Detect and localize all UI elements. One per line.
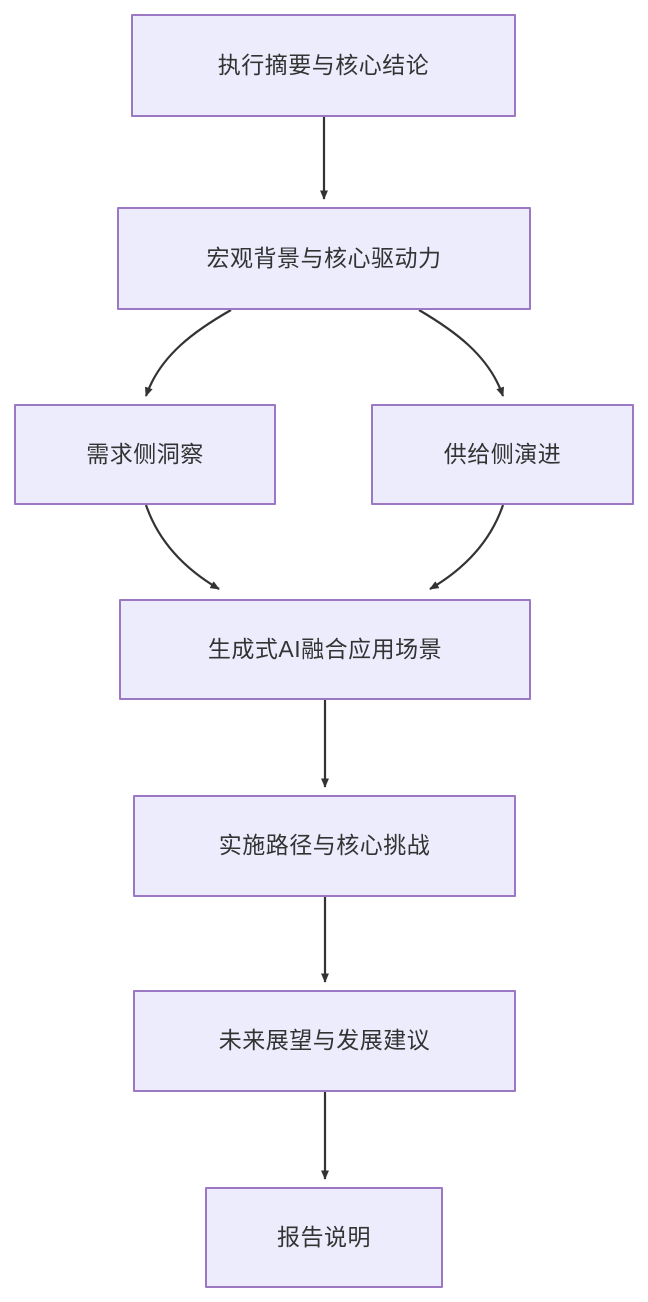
flow-edge-n2-to-n4 <box>418 309 505 397</box>
flow-node-label: 供给侧演进 <box>443 440 562 467</box>
flow-node-n8[interactable]: 报告说明 <box>205 1187 443 1288</box>
flow-edge-n3-to-n5 <box>144 504 220 590</box>
flow-node-label: 报告说明 <box>277 1223 371 1250</box>
flow-node-label: 执行摘要与核心结论 <box>217 51 430 78</box>
flow-edge-n2-to-n3 <box>144 309 232 397</box>
flow-node-label: 未来展望与发展建议 <box>218 1027 431 1054</box>
flow-edge-n4-to-n5 <box>429 504 505 590</box>
flow-node-n7[interactable]: 未来展望与发展建议 <box>133 990 516 1092</box>
flow-node-n6[interactable]: 实施路径与核心挑战 <box>133 795 516 897</box>
flow-node-label: 生成式AI融合应用场景 <box>207 635 443 662</box>
flow-node-label: 实施路径与核心挑战 <box>218 832 431 859</box>
flow-node-n4[interactable]: 供给侧演进 <box>371 404 634 505</box>
flow-node-n5[interactable]: 生成式AI融合应用场景 <box>119 599 531 700</box>
flow-node-label: 需求侧洞察 <box>86 440 204 467</box>
flow-node-label: 宏观背景与核心驱动力 <box>206 244 442 271</box>
flow-node-n2[interactable]: 宏观背景与核心驱动力 <box>117 207 531 310</box>
flow-node-n3[interactable]: 需求侧洞察 <box>14 404 276 505</box>
flow-node-n1[interactable]: 执行摘要与核心结论 <box>131 14 516 117</box>
